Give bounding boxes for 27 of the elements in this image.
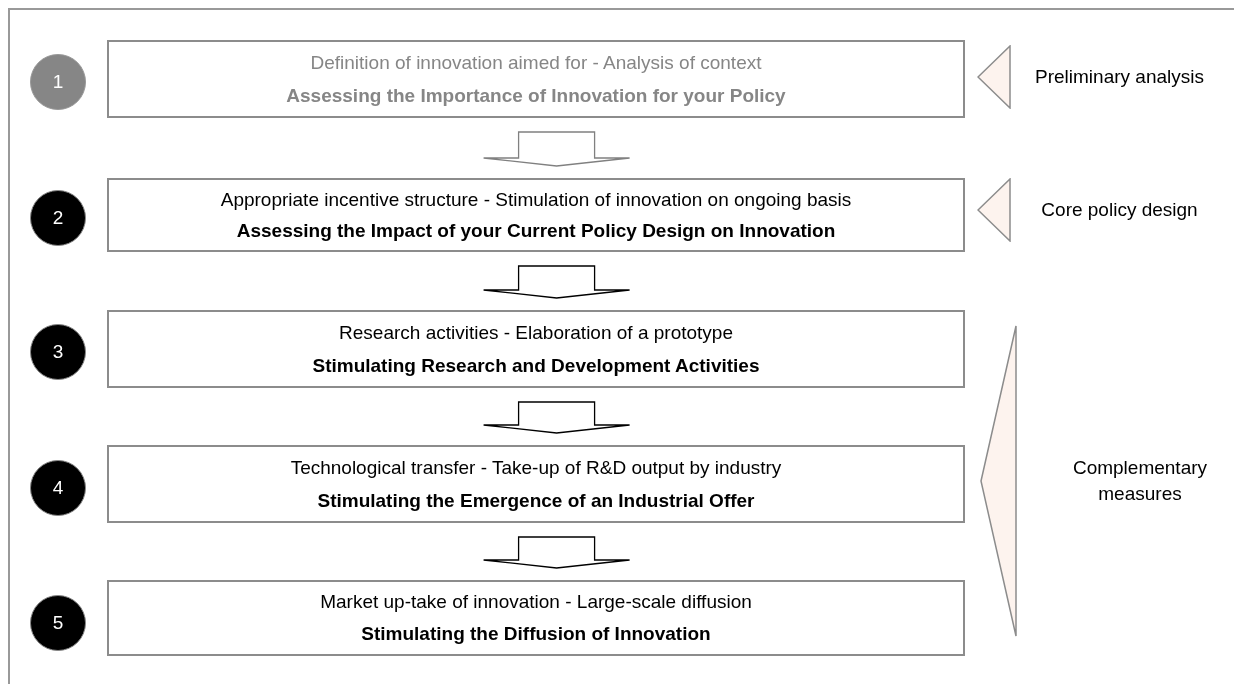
step-box [107, 580, 965, 656]
block-arrow [482, 131, 631, 167]
phase-label: Preliminary analysis [1034, 65, 1205, 89]
step-description: Technological transfer - Take-up of R&D output by industry [290, 456, 782, 479]
block-arrow [482, 401, 631, 434]
step-box [107, 445, 965, 523]
step-description: Appropriate incentive structure - Stimulation of innovation on ongoing basis [220, 188, 852, 211]
block-arrow [482, 536, 631, 569]
step-title: Assessing the Impact of your Current Policy Design on Innovation [236, 219, 836, 242]
phase-label: Complementary measures [1071, 456, 1209, 506]
step-title: Stimulating the Diffusion of Innovation [361, 623, 711, 645]
block-arrow [482, 265, 631, 299]
step-number-circle: 2 [30, 190, 86, 246]
step-title: Stimulating the Emergence of an Industrial Offer [317, 489, 755, 512]
step-number-circle: 4 [30, 460, 86, 516]
step-box [107, 40, 965, 118]
step-number-circle: 3 [30, 324, 86, 380]
phase-label: Core policy design [1040, 198, 1199, 222]
step-description: Market up-take of innovation - Large-scale diffusion [320, 591, 752, 613]
step-box [107, 310, 965, 388]
step-description: Research activities - Elaboration of a prototype [339, 321, 733, 344]
step-number-circle: 1 [30, 54, 86, 110]
step-title: Assessing the Importance of Innovation for your Policy [286, 84, 786, 107]
step-description: Definition of innovation aimed for - Analysis of context [310, 51, 762, 74]
step-box [107, 178, 965, 252]
step-number-circle: 5 [30, 595, 86, 651]
step-title: Stimulating Research and Development Activities [312, 354, 760, 377]
